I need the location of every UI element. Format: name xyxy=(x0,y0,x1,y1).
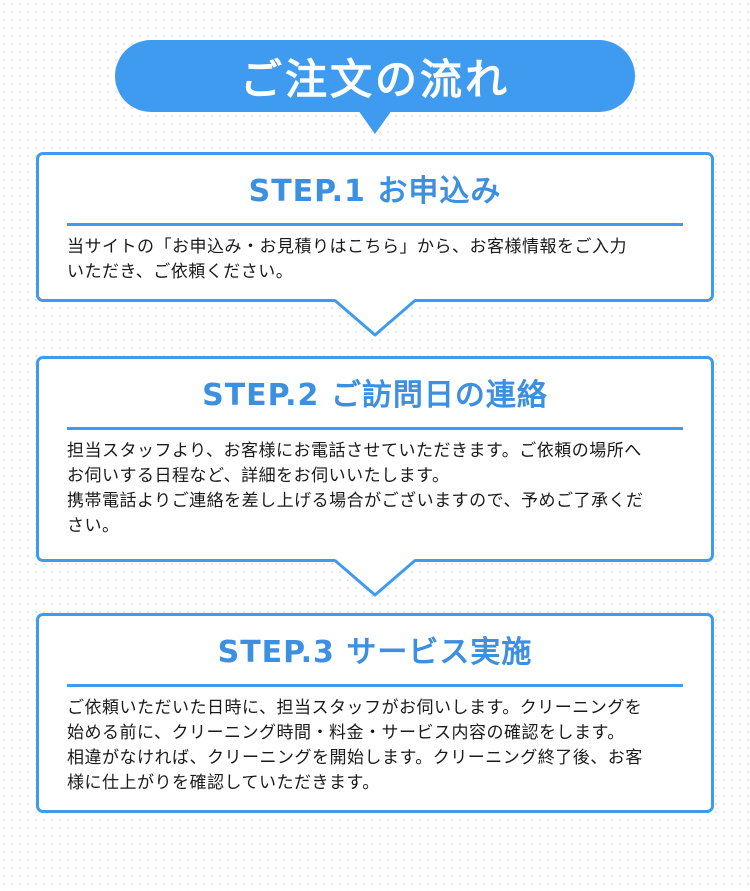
step-3-title: STEP.3 サービス実施 xyxy=(67,636,683,687)
title-pill: ご注文の流れ xyxy=(115,40,635,112)
step-2-line: お伺いする日程など、詳細をお伺いいたします。 xyxy=(67,466,450,486)
page-title: ご注文の流れ xyxy=(239,54,510,104)
step-2-title: STEP.2 ご訪問日の連絡 xyxy=(67,379,683,430)
page-title-banner: ご注文の流れ xyxy=(115,40,635,134)
step-card-3: STEP.3 サービス実施 ご依頼いただいた日時に、担当スタッフがお伺いします。… xyxy=(36,613,714,813)
step-1-title: STEP.1 お申込み xyxy=(67,175,683,226)
step-2-line: 担当スタッフより、お客様にお電話させていただきます。ご依頼の場所へ xyxy=(67,441,642,461)
step-1-line: いただき、ご依頼ください。 xyxy=(67,262,294,282)
step-card-2: STEP.2 ご訪問日の連絡 担当スタッフより、お客様にお電話させていただきます… xyxy=(36,356,714,562)
step-2-line: さい。 xyxy=(67,516,120,536)
step-3-description: ご依頼いただいた日時に、担当スタッフがお伺いします。クリーニングを 始める前に、… xyxy=(67,696,689,796)
step-1-line: 当サイトの「お申込み・お見積りはこちら」から、お客様情報をご入力 xyxy=(67,237,627,257)
chevron-down-icon xyxy=(334,559,416,597)
step-3-line: ご依頼いただいた日時に、担当スタッフがお伺いします。クリーニングを xyxy=(67,698,643,718)
step-3-line: 始める前に、クリーニング時間・料金・サービス内容の確認をします。 xyxy=(67,723,625,743)
step-2-description: 担当スタッフより、お客様にお電話させていただきます。ご依頼の場所へ お伺いする日… xyxy=(67,439,689,539)
step-1-description: 当サイトの「お申込み・お見積りはこちら」から、お客様情報をご入力 いただき、ご依… xyxy=(67,235,689,285)
step-card-1: STEP.1 お申込み 当サイトの「お申込み・お見積りはこちら」から、お客様情報… xyxy=(36,152,714,302)
step-2-line: 携帯電話よりご連絡を差し上げる場合がございますので、予めご了承くだ xyxy=(67,491,644,511)
step-3-line: 相違がなければ、クリーニングを開始します。クリーニング終了後、お客 xyxy=(67,748,643,768)
chevron-down-icon xyxy=(334,299,416,337)
title-pointer-arrow xyxy=(358,110,392,134)
step-3-line: 様に仕上がりを確認していただきます。 xyxy=(67,773,380,793)
